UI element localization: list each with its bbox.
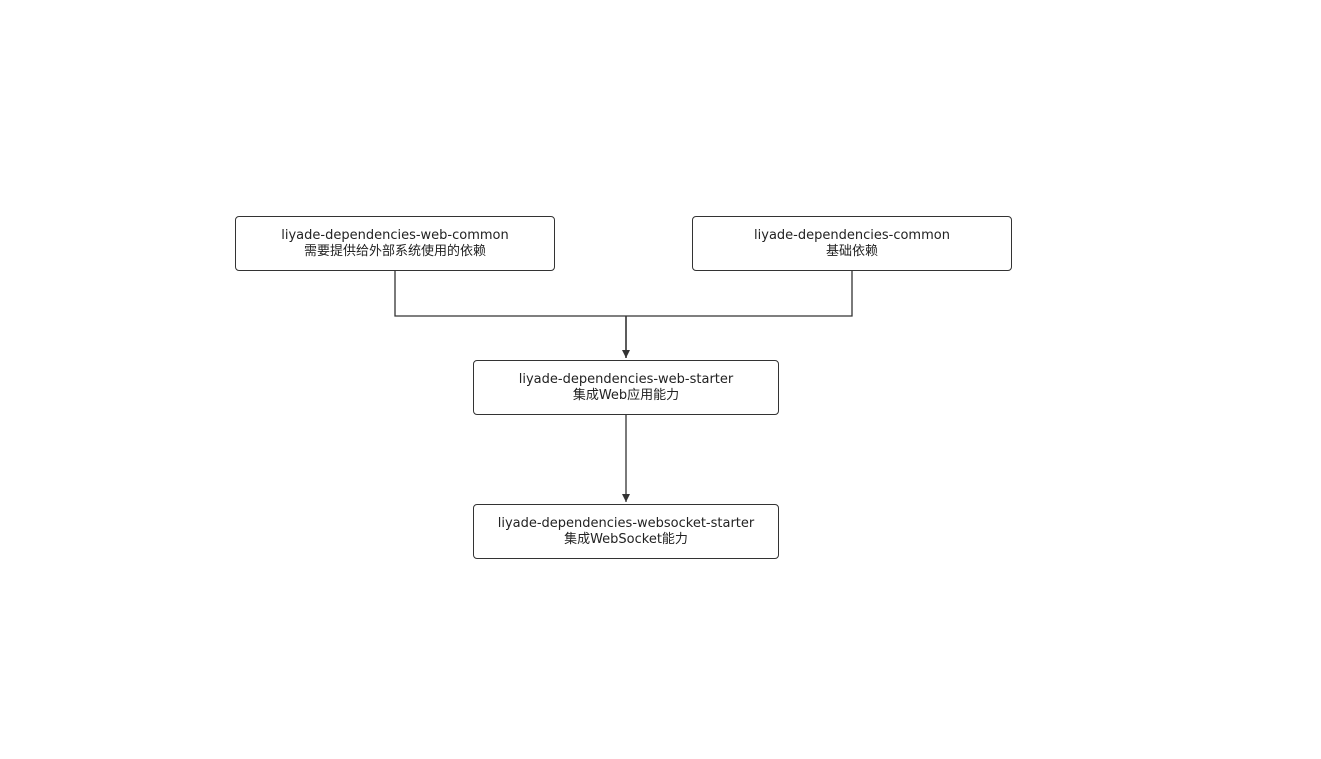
edge-common-to-web-starter (626, 271, 853, 317)
node-web-common[interactable]: liyade-dependencies-web-common 需要提供给外部系统… (235, 216, 555, 271)
node-web-starter[interactable]: liyade-dependencies-web-starter 集成Web应用能… (473, 360, 779, 415)
edge-web-common-to-web-starter (394, 271, 626, 317)
node-web-common-desc: 需要提供给外部系统使用的依赖 (303, 243, 486, 259)
node-websocket-starter-desc: 集成WebSocket能力 (564, 531, 688, 547)
node-web-starter-name: liyade-dependencies-web-starter (518, 371, 734, 387)
node-websocket-starter-name: liyade-dependencies-websocket-starter (497, 515, 755, 531)
node-web-starter-desc: 集成Web应用能力 (572, 387, 680, 403)
node-common[interactable]: liyade-dependencies-common 基础依赖 (692, 216, 1012, 271)
node-common-name: liyade-dependencies-common (754, 227, 950, 243)
node-websocket-starter[interactable]: liyade-dependencies-websocket-starter 集成… (473, 504, 779, 559)
node-common-desc: 基础依赖 (825, 243, 878, 259)
node-web-common-name: liyade-dependencies-web-common (281, 227, 509, 243)
